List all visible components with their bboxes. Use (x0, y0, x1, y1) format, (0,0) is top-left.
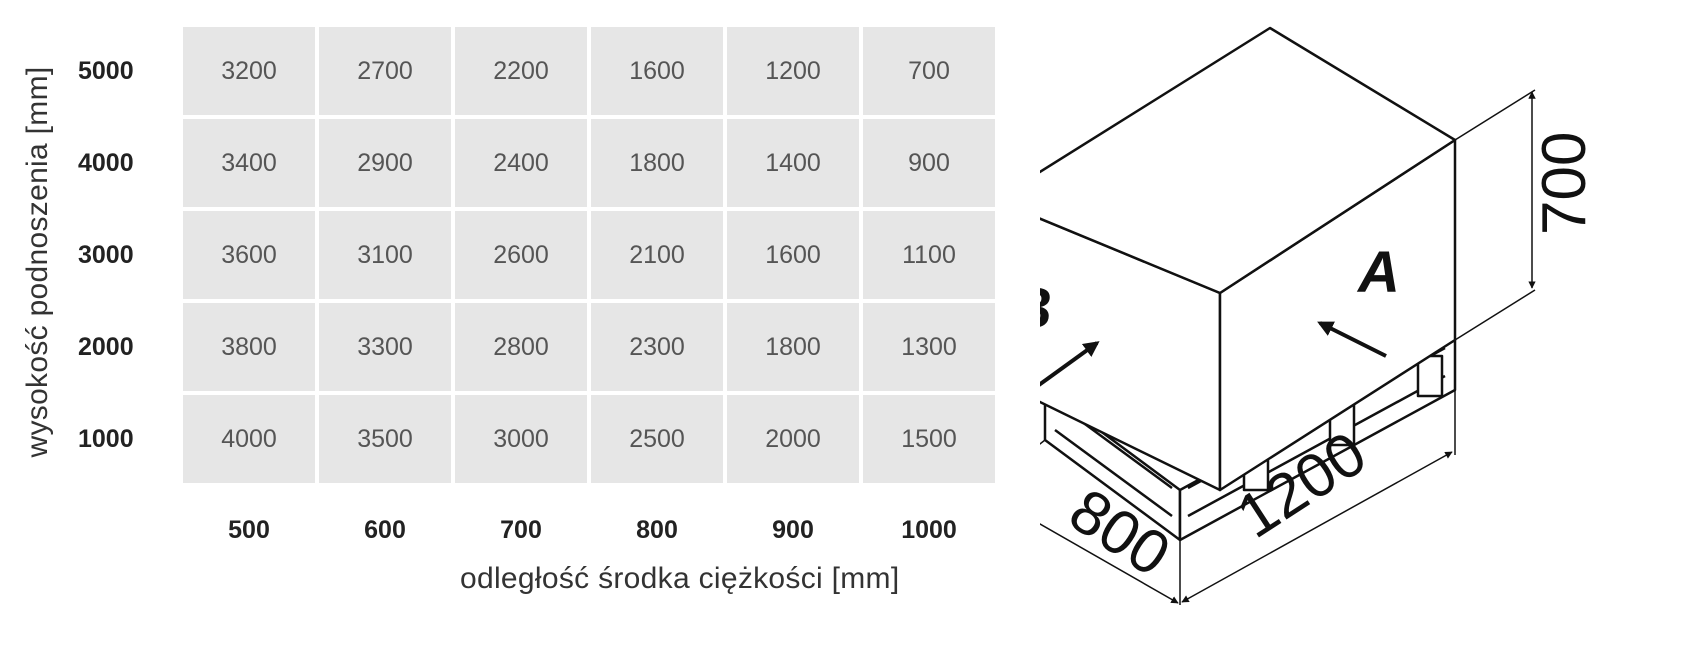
table-cell: 1600 (727, 211, 859, 299)
table-cell: 2800 (455, 303, 587, 391)
height-dimension-value: 700 (1530, 132, 1599, 235)
table-cell: 2700 (319, 27, 451, 115)
load-box (1040, 26, 1457, 492)
table-cell: 1800 (727, 303, 859, 391)
table-cell: 3400 (183, 119, 315, 207)
table-cell: 2500 (591, 395, 723, 483)
row-header-2000: 2000 (78, 333, 134, 361)
table-cell: 1600 (591, 27, 723, 115)
row-header-5000: 5000 (78, 57, 134, 85)
table-cell: 2100 (591, 211, 723, 299)
column-header-800: 800 (636, 516, 678, 544)
column-header-600: 600 (364, 516, 406, 544)
column-header-500: 500 (228, 516, 270, 544)
length-dimension-line (1179, 390, 1456, 605)
column-header-1000: 1000 (901, 516, 957, 544)
y-axis-label: wysokość podnoszenia [mm] (21, 66, 54, 458)
side-a-arrow (1317, 321, 1387, 358)
table-cell: 2600 (455, 211, 587, 299)
width-dimension-line (1040, 439, 1179, 604)
table-cell: 2000 (727, 395, 859, 483)
side-a-label: A (1356, 240, 1400, 305)
table-cell: 1300 (863, 303, 995, 391)
table-cell: 3300 (319, 303, 451, 391)
table-cell: 2400 (455, 119, 587, 207)
column-header-700: 700 (500, 516, 542, 544)
table-cell: 2200 (455, 27, 587, 115)
row-header-1000: 1000 (78, 425, 134, 453)
table-cell: 4000 (183, 395, 315, 483)
table-cell: 2900 (319, 119, 451, 207)
side-b-label: B (1040, 276, 1052, 341)
side-b-arrow (1040, 341, 1100, 387)
table-cell: 1800 (591, 119, 723, 207)
row-header-3000: 3000 (78, 241, 134, 269)
table-cell: 1400 (727, 119, 859, 207)
x-axis-label: odległość środka ciężkości [mm] (460, 562, 900, 595)
height-dimension-line (1454, 89, 1536, 341)
table-cell: 3200 (183, 27, 315, 115)
table-cell: 1100 (863, 211, 995, 299)
pallet-load-diagram: 700 1200 800 B A (1040, 26, 1599, 605)
row-header-4000: 4000 (78, 149, 134, 177)
table-cell: 3000 (455, 395, 587, 483)
table-cell: 700 (863, 27, 995, 115)
table-cell: 3800 (183, 303, 315, 391)
table-cell: 3100 (319, 211, 451, 299)
table-cell: 3500 (319, 395, 451, 483)
table-cell: 2300 (591, 303, 723, 391)
table-cell: 3600 (183, 211, 315, 299)
load-capacity-table: 3200 2700 2200 1600 1200 700 3400 2900 2… (183, 27, 995, 483)
column-header-900: 900 (772, 516, 814, 544)
table-cell: 900 (863, 119, 995, 207)
table-cell: 1500 (863, 395, 995, 483)
table-cell: 1200 (727, 27, 859, 115)
